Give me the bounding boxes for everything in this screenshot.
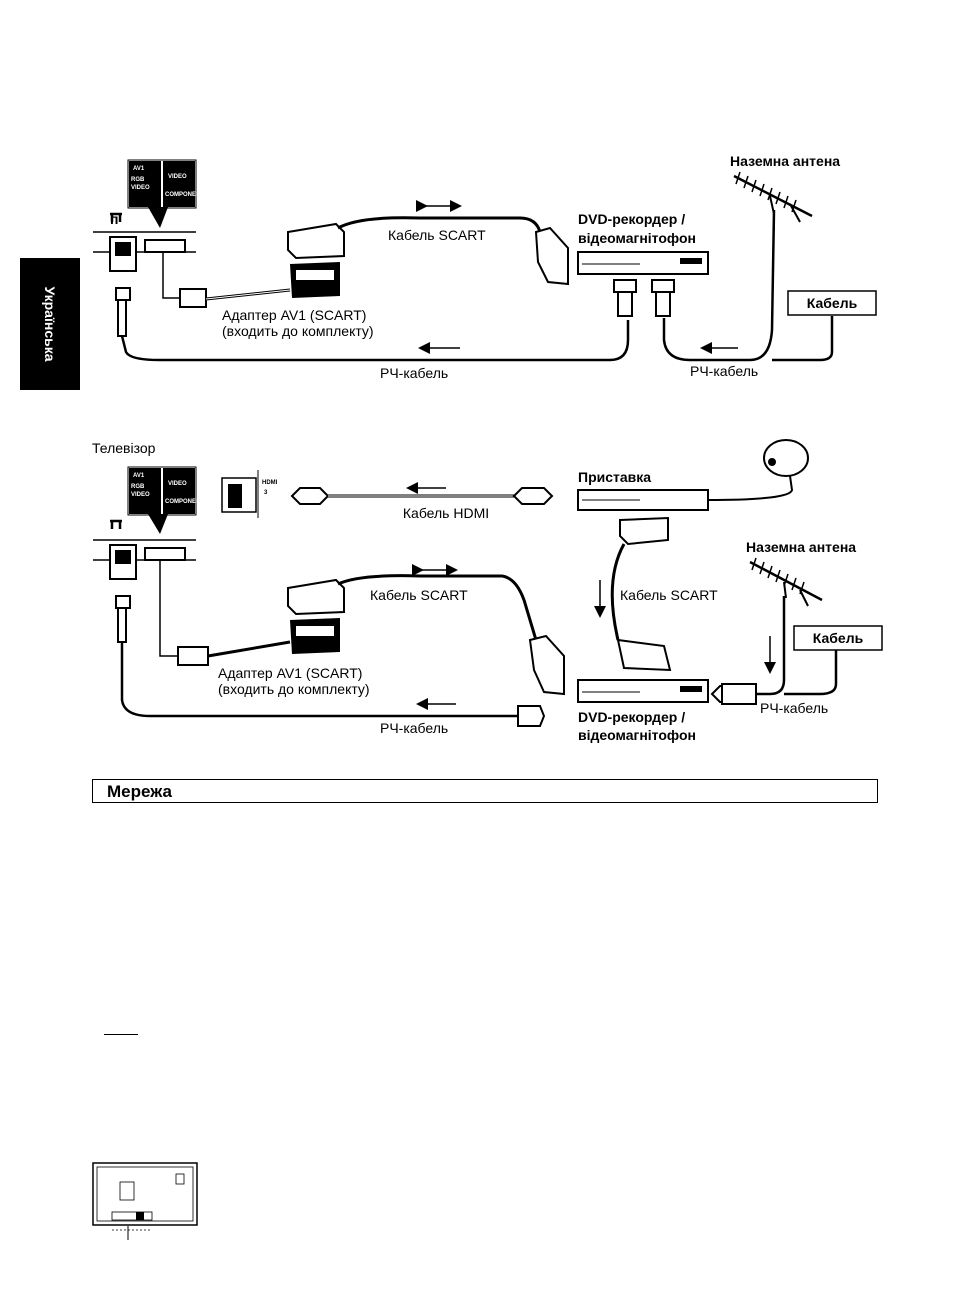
antenna-label-2: Наземна антена xyxy=(746,539,856,555)
connection-diagrams: AV1 RGB VIDEO VIDEO COMPONENT ᴨ xyxy=(92,153,883,743)
settop-label: Приставка xyxy=(578,469,651,485)
rf-label-1-left: РЧ-кабель xyxy=(380,365,448,381)
adapter-label-2a: Адаптер AV1 (SCART) xyxy=(218,665,362,681)
tv-back-panel-2 xyxy=(93,519,196,580)
rf-label-2-right: РЧ-кабель xyxy=(760,700,828,716)
adapter-label-1b: (входить до комплекту) xyxy=(222,323,374,339)
network-section-header: Мережа xyxy=(92,779,878,803)
scart-adapter-2 xyxy=(287,578,345,654)
section-title: Мережа xyxy=(107,782,172,801)
rf-label-2-left: РЧ-кабель xyxy=(380,720,448,736)
dvd-recorder-2 xyxy=(577,679,709,703)
svg-text:3: 3 xyxy=(264,490,268,496)
svg-text:AV1: AV1 xyxy=(133,166,145,172)
svg-text:VIDEO: VIDEO xyxy=(131,185,150,191)
tv-label: Телевізор xyxy=(92,440,156,456)
svg-text:RGB: RGB xyxy=(131,484,145,490)
diagram-1: AV1 RGB VIDEO VIDEO COMPONENT ᴨ xyxy=(93,153,877,381)
satellite-dish xyxy=(707,439,809,501)
svg-text:HDMI: HDMI xyxy=(262,480,278,486)
scart-label-1: Кабель SCART xyxy=(388,227,486,243)
antenna-label-1: Наземна антена xyxy=(730,153,840,169)
note-underline xyxy=(104,1034,138,1035)
dvd-recorder-1 xyxy=(577,251,709,275)
hdmi-cable-label: Кабель HDMI xyxy=(403,505,489,521)
svg-text:VIDEO: VIDEO xyxy=(168,481,187,487)
svg-text:VIDEO: VIDEO xyxy=(131,492,150,498)
scart-adapter-1 xyxy=(287,222,345,298)
tv-antenna-symbol-1: ᴨ xyxy=(110,211,118,227)
svg-text:AV1: AV1 xyxy=(133,473,145,479)
svg-text:RGB: RGB xyxy=(131,177,145,183)
av1-panel-legend-2: AV1 RGB VIDEO VIDEO COMPONENT xyxy=(127,466,204,534)
dvd-label-1b: відеомагнітофон xyxy=(578,230,696,246)
dvd-label-1a: DVD-рекордер / xyxy=(578,211,685,227)
svg-text:COMPONENT: COMPONENT xyxy=(165,499,204,505)
diagram-2: Телевізор AV1 RGB VIDEO VIDEO COMPONENT … xyxy=(92,439,883,743)
adapter-label-1a: Адаптер AV1 (SCART) xyxy=(222,307,366,323)
cable-box-label-1: Кабель xyxy=(807,295,858,311)
terrestrial-antenna-2 xyxy=(749,557,823,607)
svg-text:VIDEO: VIDEO xyxy=(168,174,187,180)
adapter-label-2b: (входить до комплекту) xyxy=(218,681,370,697)
rf-label-1-right: РЧ-кабель xyxy=(690,363,758,379)
av1-panel-legend-1: AV1 RGB VIDEO VIDEO COMPONENT xyxy=(127,159,204,228)
scart-label-2: Кабель SCART xyxy=(370,587,468,603)
cable-box-label-2: Кабель xyxy=(813,630,864,646)
tv-back-thumbnail xyxy=(92,1162,198,1240)
set-top-box xyxy=(577,489,709,511)
dvd-label-2b: відеомагнітофон xyxy=(578,727,696,743)
hdmi-port: HDMI 3 xyxy=(221,470,278,518)
scart-label-2-right: Кабель SCART xyxy=(620,587,718,603)
tv-back-panel-1: ᴨ xyxy=(93,211,196,272)
dvd-label-2a: DVD-рекордер / xyxy=(578,709,685,725)
language-side-tab: Українська xyxy=(20,258,80,390)
terrestrial-antenna-1 xyxy=(733,171,813,223)
svg-text:COMPONENT: COMPONENT xyxy=(165,192,204,198)
